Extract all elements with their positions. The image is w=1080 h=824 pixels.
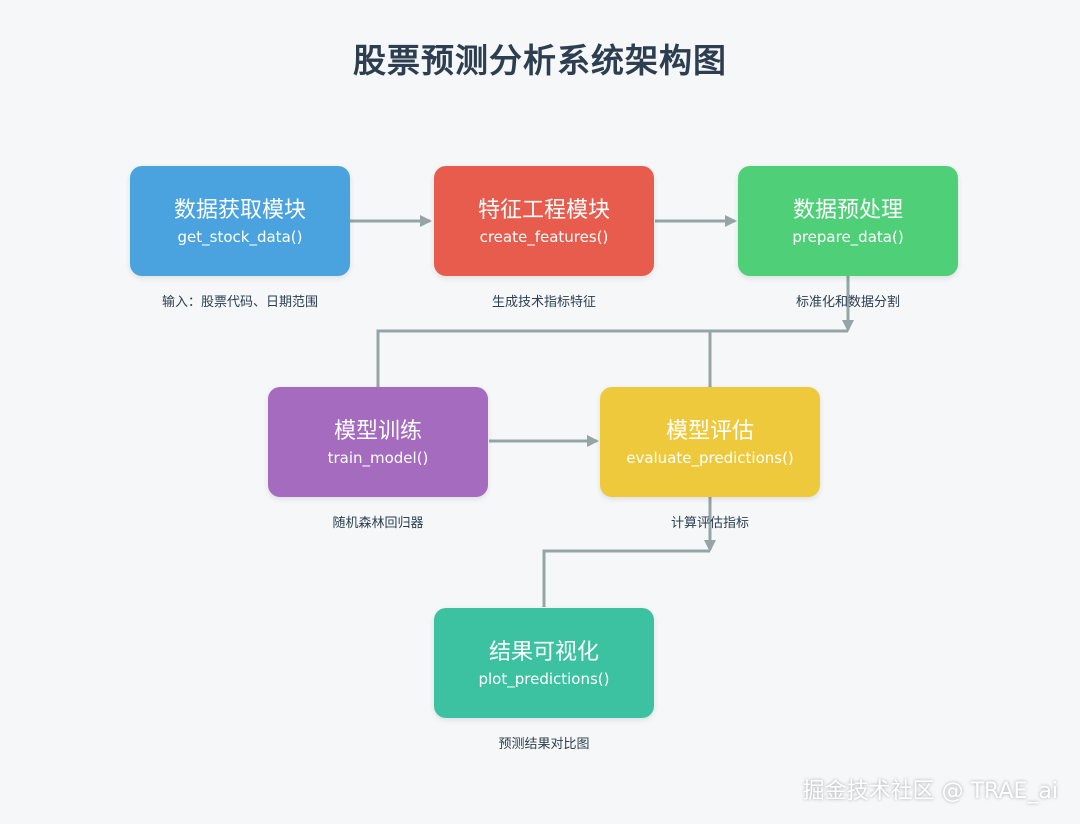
node-note: 随机森林回归器	[332, 516, 424, 531]
node-title: 数据获取模块	[173, 198, 306, 223]
node-note: 标准化和数据分割	[795, 295, 900, 310]
node-visualize: 结果可视化 plot_predictions()	[434, 608, 654, 718]
node-note: 生成技术指标特征	[491, 295, 596, 310]
node-note: 计算评估指标	[670, 516, 749, 531]
node-title: 特征工程模块	[477, 198, 610, 223]
node-function: plot_predictions()	[478, 670, 610, 688]
node-preprocess: 数据预处理 prepare_data()	[738, 166, 958, 276]
node-note: 预测结果对比图	[498, 737, 590, 752]
node-evaluate: 模型评估 evaluate_predictions()	[600, 387, 820, 497]
node-note: 输入：股票代码、日期范围	[161, 295, 318, 310]
diagram-title: 股票预测分析系统架构图	[353, 41, 727, 80]
node-title: 模型评估	[665, 419, 754, 444]
watermark: 掘金技术社区 @ TRAE_ai	[802, 779, 1058, 804]
node-title: 数据预处理	[792, 198, 903, 223]
node-function: train_model()	[327, 449, 429, 467]
node-data-fetch: 数据获取模块 get_stock_data()	[130, 166, 350, 276]
node-function: prepare_data()	[792, 228, 904, 246]
node-function: create_features()	[479, 228, 609, 246]
connector-evaluate-to-visualize	[542, 549, 710, 607]
node-train: 模型训练 train_model()	[268, 387, 488, 497]
connector-preprocess-to-train	[376, 329, 848, 387]
node-function: evaluate_predictions()	[626, 449, 794, 467]
node-function: get_stock_data()	[177, 228, 303, 246]
node-title: 结果可视化	[488, 640, 599, 665]
node-title: 模型训练	[333, 419, 422, 444]
node-feature-engineering: 特征工程模块 create_features()	[434, 166, 654, 276]
